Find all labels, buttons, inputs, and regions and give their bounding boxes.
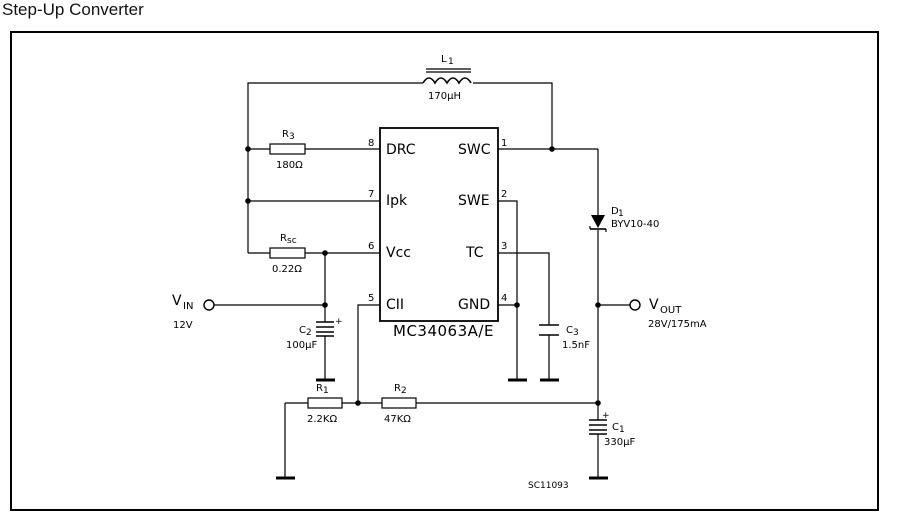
- c1-name: C: [612, 422, 619, 433]
- c2-sub: 2: [306, 328, 312, 338]
- c1-plus: +: [602, 411, 610, 421]
- r1-value: 2.2KΩ: [307, 414, 337, 425]
- page-title: Step-Up Converter: [2, 0, 144, 19]
- pin-label-swc: SWC: [458, 142, 491, 158]
- junction-dots: [245, 146, 601, 406]
- r2-sub: 2: [401, 386, 407, 396]
- vin-label: V: [172, 293, 182, 309]
- r2-value: 47KΩ: [384, 414, 411, 425]
- c3-sub: 3: [573, 328, 579, 338]
- l1-value: 170μH: [428, 91, 461, 102]
- pin-label-drc: DRC: [386, 142, 416, 158]
- d1-sub: 1: [618, 209, 624, 219]
- d1-value: BYV10-40: [611, 219, 659, 230]
- pin-label-vcc: Vcc: [386, 245, 411, 261]
- pin-label-tc: TC: [465, 245, 484, 261]
- ic-body: [379, 127, 499, 322]
- inductor-l1: L 1 170μH: [422, 54, 472, 102]
- resistor-rsc: R sc 0.22Ω: [269, 233, 306, 275]
- capacitor-c3: C 3 1.5nF: [539, 324, 590, 351]
- rsc-sub: sc: [287, 236, 297, 246]
- l1-sub: 1: [448, 57, 454, 67]
- c1-value: 330μF: [604, 437, 635, 448]
- terminal-vout: V OUT 28V/175mA: [629, 297, 707, 330]
- pin-number-7: 7: [368, 189, 374, 200]
- r3-sub: 3: [289, 132, 295, 142]
- pin-label-cii: CII: [386, 297, 404, 313]
- diagram-frame: [10, 31, 879, 511]
- pin-label-gnd: GND: [458, 297, 490, 313]
- vin-sub: IN: [183, 301, 193, 312]
- figure-code: SC11093: [528, 481, 569, 491]
- r3-name: R: [282, 129, 289, 140]
- ic-name: MC34063A/E: [393, 322, 494, 340]
- c3-value: 1.5nF: [562, 340, 590, 351]
- vin-value: 12V: [173, 320, 193, 331]
- d1-name: D: [611, 206, 619, 217]
- c2-name: C: [299, 325, 306, 336]
- terminal-vin: V IN 12V: [172, 293, 215, 331]
- pin-label-ipk: Ipk: [386, 193, 408, 209]
- pin-number-8: 8: [368, 138, 374, 149]
- wires: [214, 82, 630, 478]
- ground-symbols: [276, 378, 608, 480]
- l1-name: L: [441, 54, 447, 65]
- vout-value: 28V/175mA: [648, 319, 707, 330]
- r2-name: R: [394, 383, 401, 394]
- c3-name: C: [566, 325, 573, 336]
- vout-label: V: [649, 297, 659, 313]
- pin-number-4: 4: [501, 293, 507, 304]
- c2-value: 100μF: [286, 340, 317, 351]
- r1-sub: 1: [323, 386, 329, 396]
- vout-sub: OUT: [660, 305, 682, 316]
- pin-number-2: 2: [501, 189, 507, 200]
- pin-number-5: 5: [368, 293, 374, 304]
- r3-value: 180Ω: [276, 160, 303, 171]
- rsc-value: 0.22Ω: [272, 264, 302, 275]
- resistor-r1: R 1 2.2KΩ: [307, 383, 343, 425]
- pin-number-6: 6: [368, 241, 374, 252]
- pin-number-3: 3: [501, 241, 507, 252]
- capacitor-c1: + C 1 330μF: [589, 411, 635, 448]
- capacitor-c2: + C 2 100μF: [286, 317, 343, 351]
- rsc-name: R: [280, 233, 287, 244]
- pin-number-1: 1: [501, 138, 507, 149]
- c2-plus: +: [335, 317, 343, 327]
- resistor-r3: R 3 180Ω: [269, 129, 306, 171]
- c1-sub: 1: [619, 425, 625, 435]
- r1-name: R: [316, 383, 323, 394]
- pin-label-swe: SWE: [458, 193, 490, 209]
- diode-d1: D 1 BYV10-40: [589, 206, 659, 232]
- resistor-r2: R 2 47KΩ: [381, 383, 417, 425]
